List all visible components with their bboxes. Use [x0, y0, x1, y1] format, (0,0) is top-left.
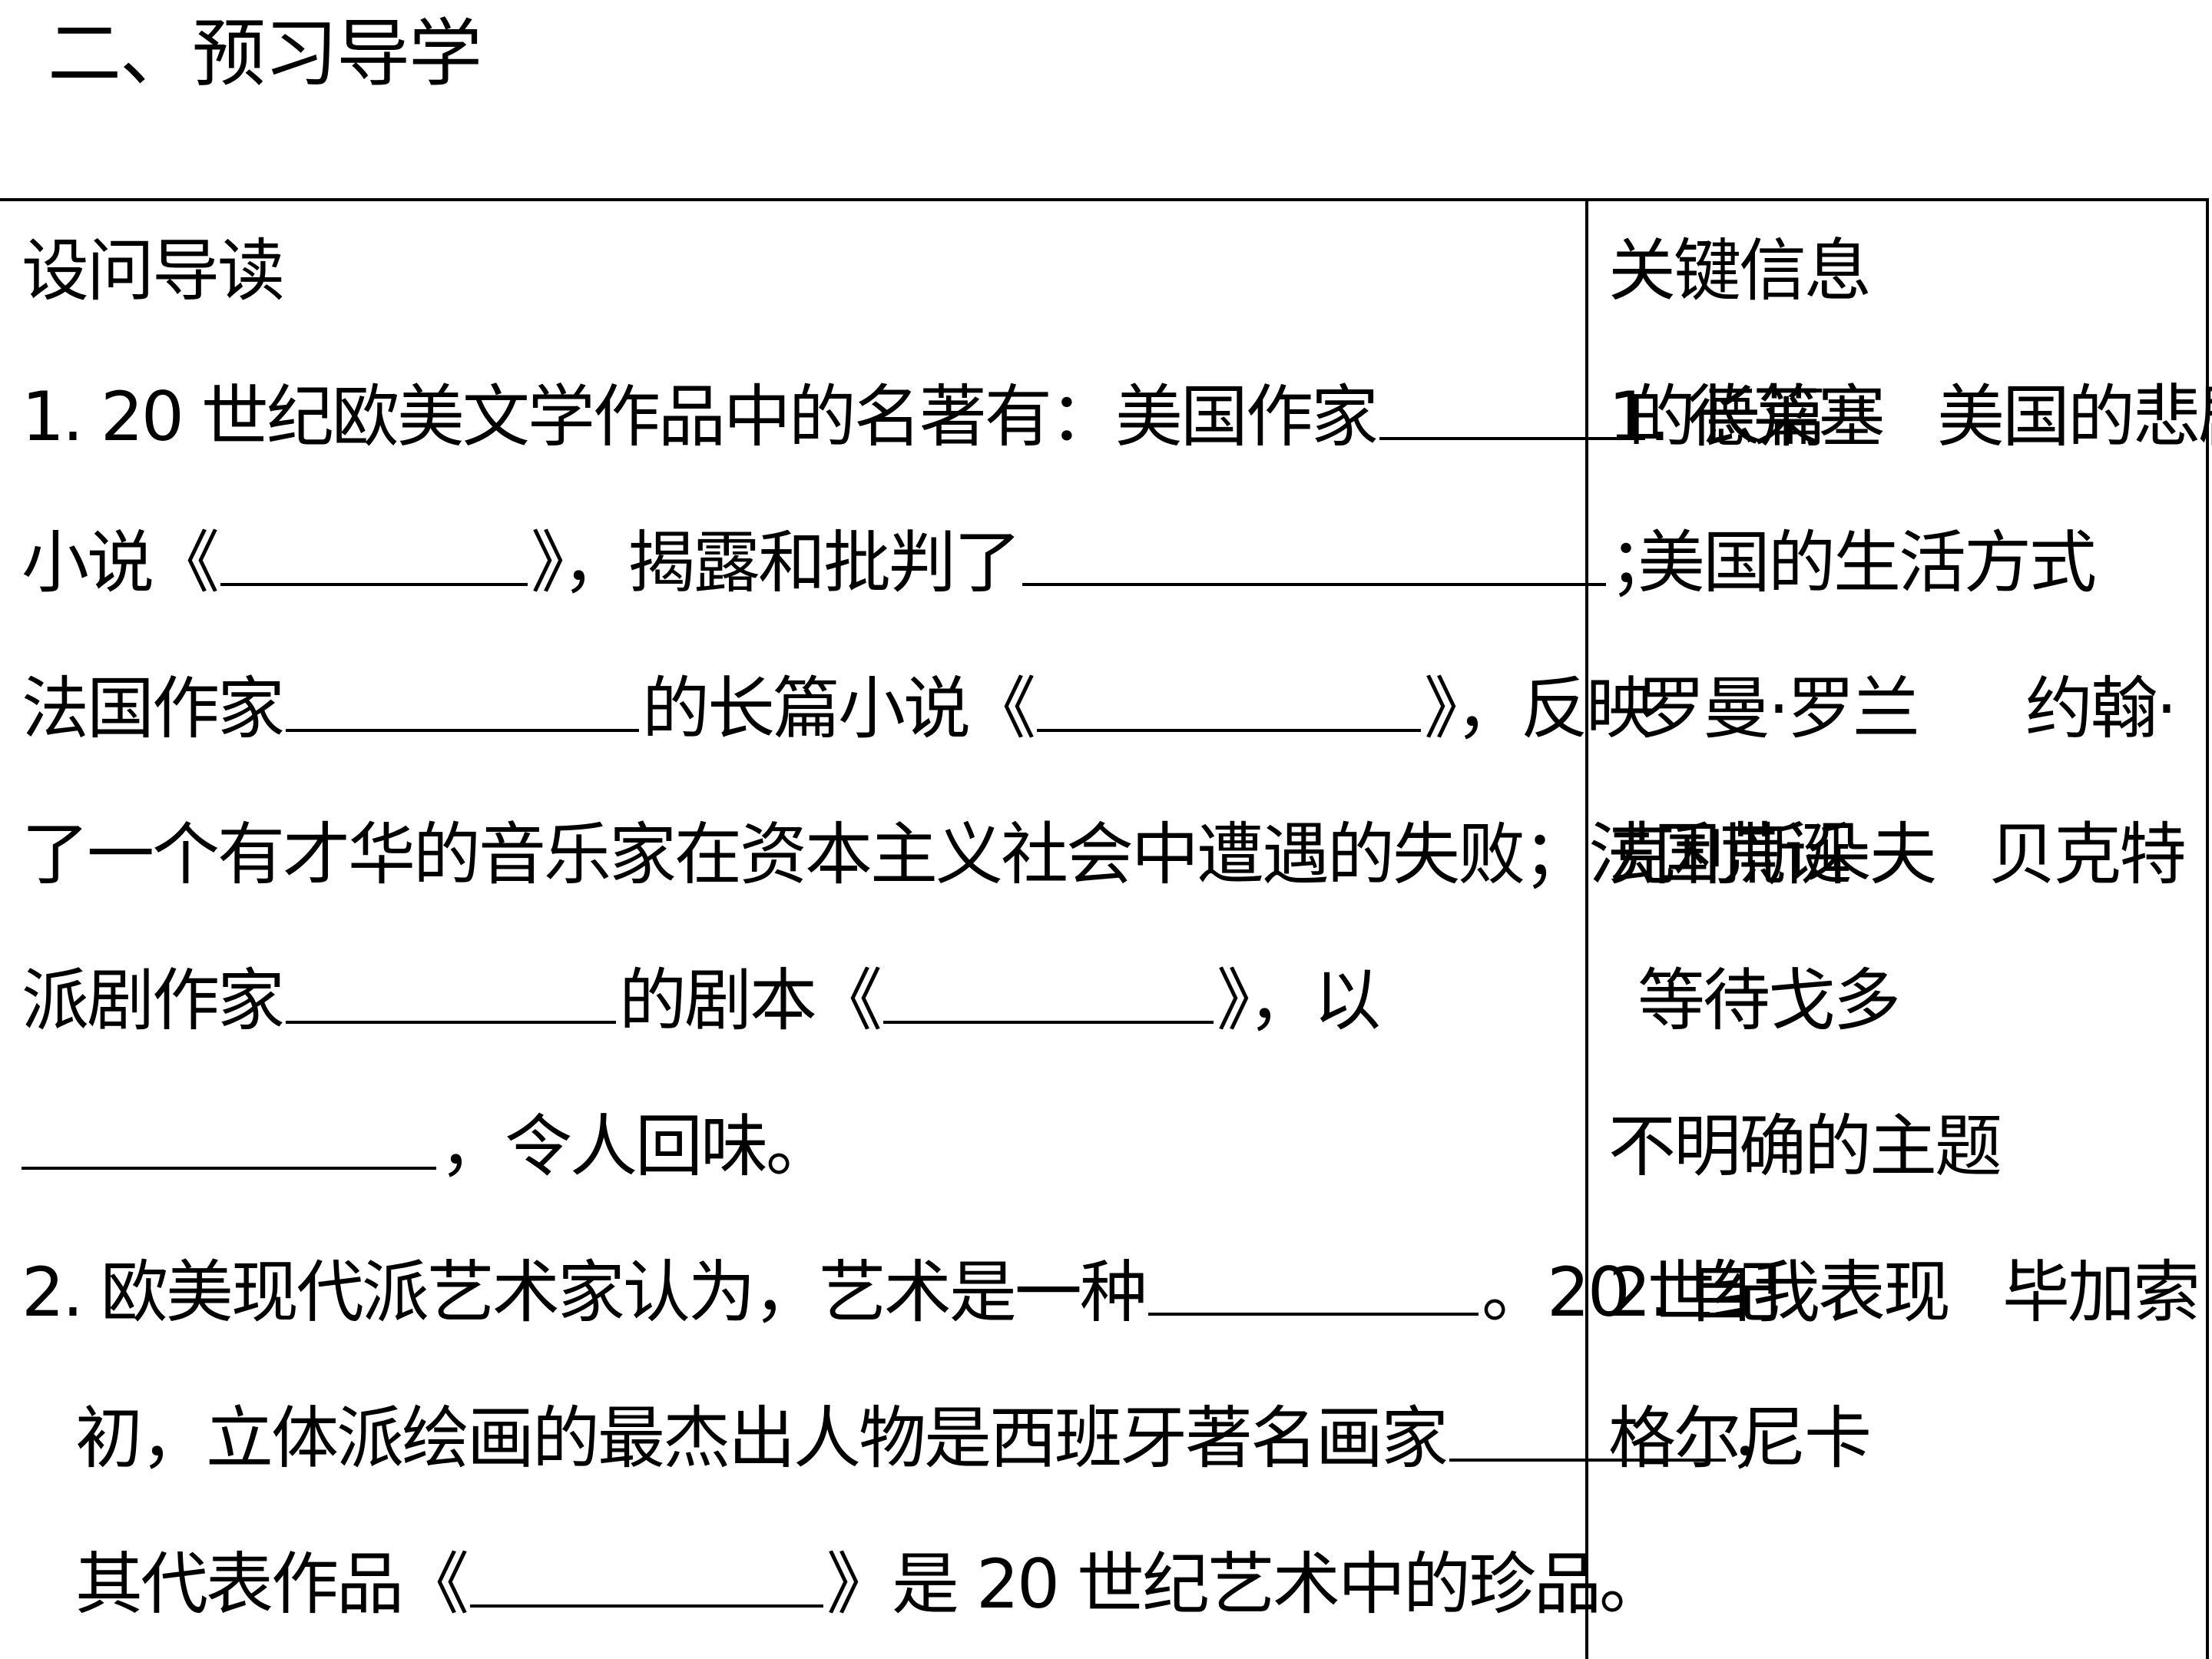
question-1-text: 派剧作家: [22, 961, 285, 1040]
question-2-text: 初，立体派绘画的最杰出人物是西班牙著名画家: [75, 1399, 1449, 1478]
section-title: 二、预习导学: [48, 11, 482, 97]
answer-1-line-1: 1. 德莱塞美国的悲剧: [1608, 344, 2212, 490]
answer-blank[interactable]: [286, 675, 640, 732]
answer-blank[interactable]: [1379, 383, 1625, 440]
answer-text: 1. 德莱塞: [1608, 377, 1886, 456]
answer-text: 不明确的主题: [1608, 1107, 2002, 1186]
question-1-text: 的长篇: [1628, 377, 1826, 456]
answer-1-line-4: 克利斯朵夫贝克特: [1608, 782, 2187, 928]
answer-1-line-2: 美国的生活方式: [1608, 490, 2097, 636]
question-2-text: 。20 世纪: [1481, 1253, 1780, 1332]
question-1-text: 》，以: [1217, 961, 1381, 1040]
answer-blank[interactable]: [1147, 1259, 1479, 1316]
column-divider: [1585, 198, 1588, 1659]
question-1-line-3: 法国作家 的长篇小说《 》，反映: [22, 636, 1654, 782]
answer-text: 2. 自我表现: [1608, 1253, 1951, 1332]
answer-text: 等待戈多: [1637, 961, 1901, 1040]
answer-text: 格尔尼卡: [1608, 1399, 1872, 1478]
answer-blank[interactable]: [220, 529, 528, 586]
question-1-text: 》，揭露和批判了: [531, 523, 1022, 602]
answer-text: 美国的生活方式: [1637, 523, 2097, 602]
question-1-text: 法国作家: [22, 669, 285, 748]
question-1-text: 1. 20 世纪欧美文学作品中的名著有：美国作家: [22, 377, 1379, 456]
answer-text: 毕加索: [2002, 1253, 2200, 1332]
preview-table: [0, 198, 2209, 1659]
question-2-line-2: 初，立体派绘画的最杰出人物是西班牙著名画家 ，: [22, 1366, 1796, 1512]
question-2-line-3: 其代表作品《 》是 20 世纪艺术中的珍品。: [22, 1512, 1667, 1657]
right-column-header: 关键信息: [1608, 231, 1872, 310]
question-2-text: ，: [1729, 1399, 1796, 1478]
answer-text: 贝克特: [1988, 815, 2187, 894]
answer-blank[interactable]: [22, 1113, 436, 1170]
question-1-line-5: 派剧作家 的剧本《 》，以: [22, 928, 1381, 1074]
question-1-text: 的长篇小说《: [642, 669, 1036, 748]
answer-blank[interactable]: [1022, 529, 1607, 586]
question-1-text: ，令人回味。: [439, 1107, 833, 1186]
question-1-line-6: ，令人回味。: [22, 1074, 833, 1220]
answer-1-line-6: 不明确的主题: [1608, 1074, 2002, 1220]
answer-text: 美国的悲剧: [1936, 377, 2212, 456]
answer-blank[interactable]: [1449, 1405, 1727, 1462]
question-1-line-4: 了一个有才华的音乐家在资本主义社会中遭遇的失败；法国荒诞: [22, 782, 1852, 928]
answer-blank[interactable]: [286, 967, 617, 1024]
question-1-text: 了一个有才华的音乐家在资本主义社会中遭遇的失败；法国荒诞: [22, 815, 1852, 894]
answer-blank[interactable]: [1037, 675, 1422, 732]
answer-blank[interactable]: [883, 967, 1214, 1024]
answer-2-line-1: 2. 自我表现毕加索: [1608, 1220, 2200, 1366]
question-1-line-2: 小说《 》，揭露和批判了 ；: [22, 490, 1677, 636]
answer-1-line-3: 罗曼·罗兰 约翰·: [1608, 636, 2177, 782]
question-2-line-1: 2. 欧美现代派艺术家认为，艺术是一种 。20 世纪: [22, 1220, 1780, 1366]
question-1-text: 小说《: [22, 523, 220, 602]
answer-2-line-2: 格尔尼卡: [1608, 1366, 1872, 1512]
left-column-header: 设问导读: [22, 231, 285, 310]
answer-text: 约翰·: [2025, 669, 2177, 748]
question-1-line-1: 1. 20 世纪欧美文学作品中的名著有：美国作家 的长篇: [22, 344, 1826, 490]
question-1-text: ；: [1609, 523, 1677, 602]
answer-text: 罗曼·罗兰: [1637, 669, 1920, 748]
answer-1-line-5: 等待戈多: [1608, 928, 1901, 1074]
question-2-text: 其代表作品《: [75, 1545, 469, 1624]
question-2-text: 》是 20 世纪艺术中的珍品。: [826, 1545, 1667, 1624]
question-2-text: 2. 欧美现代派艺术家认为，艺术是一种: [22, 1253, 1147, 1332]
answer-blank[interactable]: [470, 1551, 824, 1608]
question-1-text: 的剧本《: [619, 961, 882, 1040]
question-1-text: 》，反映: [1424, 669, 1654, 748]
answer-text: 克利斯朵夫: [1608, 815, 1937, 894]
